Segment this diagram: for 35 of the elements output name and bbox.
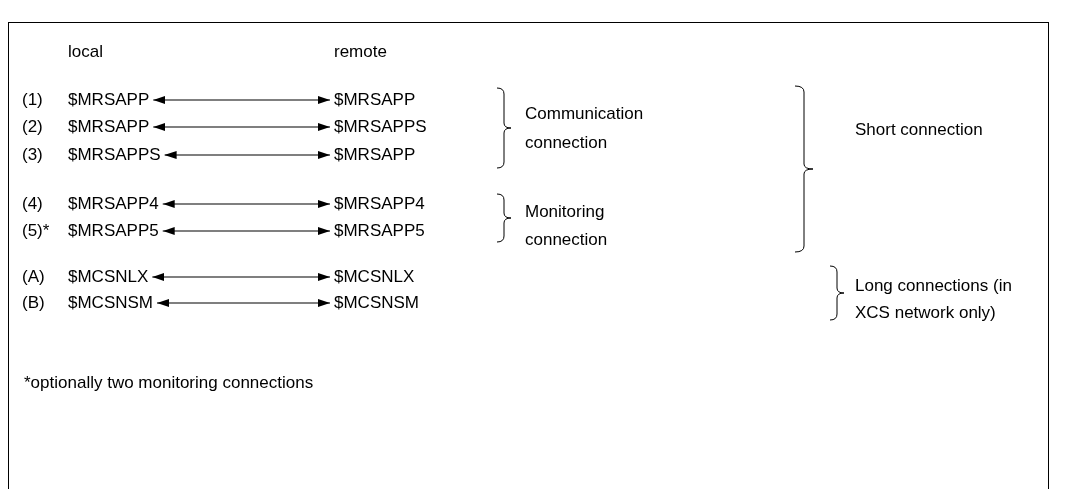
column-heading: remote [334,42,387,62]
mailbox-name: $MRSAPP [334,145,416,165]
mailbox-name: $MRSAPP [68,90,150,110]
double-arrow [162,227,331,235]
footnote: *optionally two monitoring connections [24,373,314,393]
column-heading: local [68,42,103,62]
double-arrow [152,123,331,131]
group-label: Short connection [855,120,983,140]
double-arrow [152,96,331,104]
group-label: Monitoring connection [525,201,609,251]
mailbox-name: $MCSNLX [334,267,415,287]
mailbox-name: $MCSNSM [334,293,419,313]
group-label: Long connections (in XCS network only) [855,275,1013,324]
mailbox-name: $MRSAPP4 [334,194,425,214]
mailbox-name: $MRSAPP5 [334,221,425,241]
mailbox-name: $MRSAPPS [334,117,427,137]
mailbox-name: $MRSAPP4 [68,194,159,214]
double-arrow [164,151,331,159]
group-label: Communication connection [525,103,645,154]
row-number: (2) [22,117,43,137]
mailbox-name: $MRSAPP [68,117,150,137]
double-arrow [156,299,331,307]
row-number: (B) [22,293,45,313]
mailbox-name: $MCSNLX [68,267,149,287]
mailbox-name: $MRSAPP [334,90,416,110]
row-number: (4) [22,194,43,214]
mailbox-name: $MCSNSM [68,293,153,313]
mailbox-name: $MRSAPP5 [68,221,159,241]
row-number: (A) [22,267,45,287]
double-arrow [162,200,331,208]
row-number: (3) [22,145,43,165]
row-number: (1) [22,90,43,110]
mailbox-name: $MRSAPPS [68,145,161,165]
row-number: (5)* [22,221,50,241]
double-arrow [151,273,331,281]
